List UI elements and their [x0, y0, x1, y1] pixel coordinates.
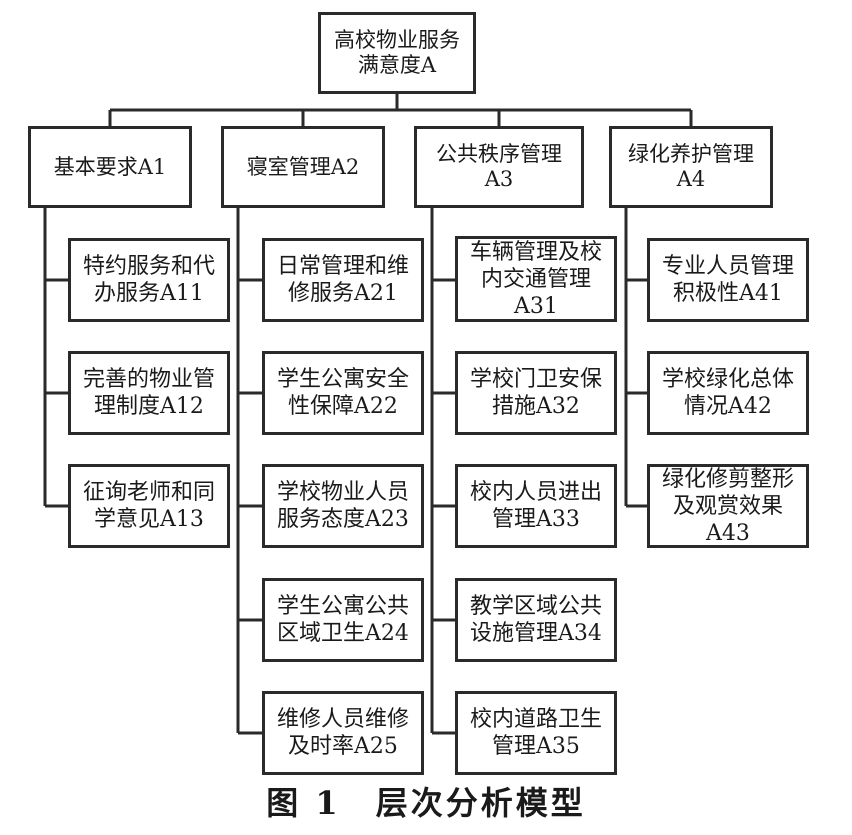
- indicator-node-a42: 学校绿化总体 情况A42: [647, 351, 809, 435]
- indicator-node-a41: 专业人员管理 积极性A41: [647, 238, 809, 322]
- criterion-node-a4: 绿化养护管理 A4: [609, 126, 773, 208]
- indicator-node-a11: 特约服务和代 办服务A11: [68, 238, 230, 322]
- criterion-node-a3: 公共秩序管理 A3: [414, 126, 584, 208]
- indicator-node-a31: 车辆管理及校 内交通管理 A31: [455, 236, 617, 322]
- criterion-node-a2: 寝室管理A2: [221, 126, 385, 208]
- indicator-node-a22: 学生公寓安全 性保障A22: [262, 351, 424, 435]
- indicator-node-a25: 维修人员维修 及时率A25: [262, 691, 424, 775]
- indicator-node-a33: 校内人员进出 管理A33: [455, 464, 617, 548]
- indicator-node-a35: 校内道路卫生 管理A35: [455, 691, 617, 775]
- indicator-node-a12: 完善的物业管 理制度A12: [68, 351, 230, 435]
- criterion-node-a1: 基本要求A1: [28, 126, 192, 208]
- indicator-node-a24: 学生公寓公共 区域卫生A24: [262, 578, 424, 662]
- indicator-node-a32: 学校门卫安保 措施A32: [455, 351, 617, 435]
- indicator-node-a23: 学校物业人员 服务态度A23: [262, 464, 424, 548]
- indicator-node-a43: 绿化修剪整形 及观赏效果 A43: [647, 464, 809, 548]
- indicator-node-a21: 日常管理和维 修服务A21: [262, 238, 424, 322]
- figure-caption: 图 1 层次分析模型: [266, 784, 586, 822]
- indicator-node-a13: 征询老师和同 学意见A13: [68, 464, 230, 548]
- root-node: 高校物业服务 满意度A: [318, 12, 476, 94]
- indicator-node-a34: 教学区域公共 设施管理A34: [455, 578, 617, 662]
